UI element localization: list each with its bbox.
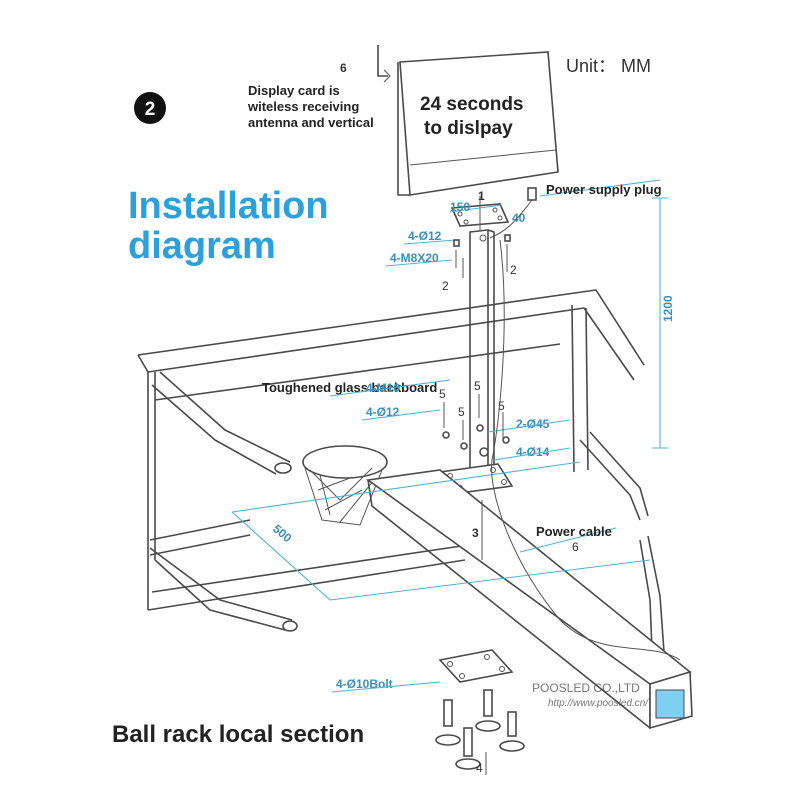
label-2-d45: 2-Ø45 (516, 417, 550, 431)
part-number-5d: 5 (498, 399, 505, 413)
part-number-5a: 5 (439, 387, 446, 401)
part-number-5c: 5 (458, 405, 465, 419)
dim-150: 150 (450, 200, 470, 214)
power-plug-label: Power supply plug (546, 182, 662, 197)
basket-hoop (302, 445, 388, 526)
ball-rack-boom (365, 469, 693, 730)
label-backboard: Toughened glass backboard (262, 380, 437, 395)
top-bolts-right (504, 234, 511, 272)
title-line-2: diagram (128, 225, 276, 267)
dim-1200: 1200 (661, 295, 675, 322)
right-support-arms (579, 431, 665, 653)
backboard-fasteners (442, 394, 510, 457)
watermark-url: http://www.poosled.cn/ (548, 698, 649, 709)
part-number-3: 3 (472, 526, 479, 540)
display-box-line-1: 24 seconds (420, 94, 524, 115)
step-badge-number: 2 (145, 99, 156, 120)
part-number-1: 1 (478, 189, 485, 203)
step-badge: 2 (134, 92, 166, 124)
label-4-m10: 4-M10 (366, 381, 400, 395)
label-4-d12-mid: 4-Ø12 (366, 405, 400, 419)
backboard-frame (137, 289, 645, 611)
bolts (435, 689, 525, 775)
bottom-plate (438, 649, 514, 683)
dim-150-line (449, 204, 503, 213)
antenna-note-line-3: antenna and vertical (248, 115, 374, 130)
label-power-cable: Power cable (536, 524, 612, 539)
title-line-1: Installation (128, 185, 329, 227)
left-support-arms (149, 371, 298, 632)
part-number-2b: 2 (510, 263, 517, 277)
antenna-number: 6 (340, 61, 347, 75)
dim-40: 40 (512, 211, 526, 225)
top-bolts-left (453, 239, 464, 278)
antenna-note-line-1: Display card is (248, 83, 340, 98)
display-box: 24 seconds to dislpay (397, 51, 559, 196)
part-number-4: 4 (476, 761, 483, 775)
dim-500: 500 (270, 522, 295, 546)
unit-label: Unit： MM (566, 56, 651, 76)
part-number-2a: 2 (442, 279, 449, 293)
dim-500-line (231, 511, 331, 601)
watermark-company: POOSLED CO.,LTD (532, 681, 640, 695)
part-number-5b: 5 (474, 379, 481, 393)
label-power-cable-num: 6 (572, 540, 579, 554)
power-cable (491, 239, 681, 661)
antenna (377, 45, 391, 83)
display-box-line-2: to dislpay (424, 118, 513, 139)
label-4-m8x20: 4-M8X20 (390, 251, 439, 265)
section-label: Ball rack local section (112, 721, 364, 748)
antenna-note-line-2: witeless receiving (247, 99, 359, 114)
label-4-d12-top: 4-Ø12 (408, 229, 442, 243)
